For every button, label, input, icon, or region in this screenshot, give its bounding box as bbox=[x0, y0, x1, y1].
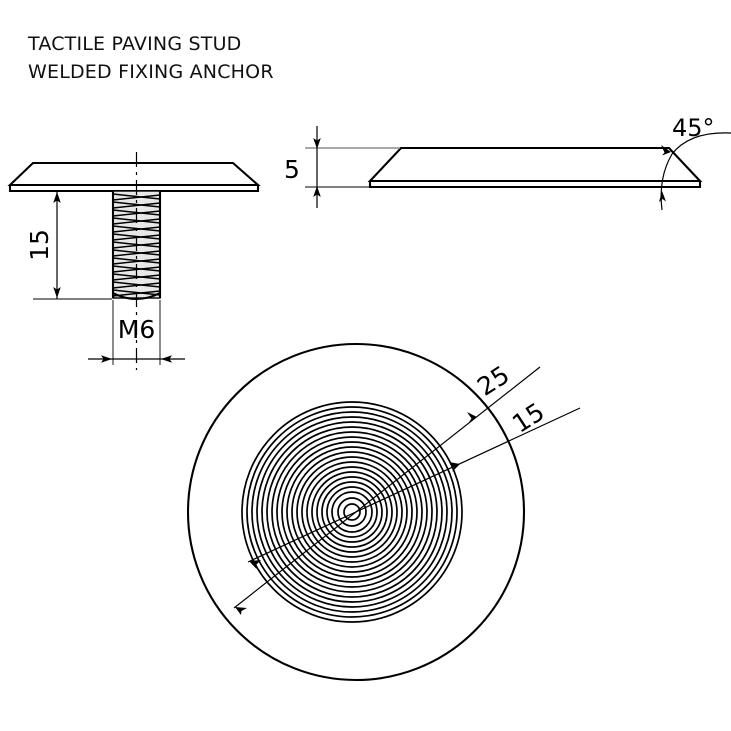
thread-size-value: M6 bbox=[118, 315, 155, 344]
thread-arrow-left bbox=[101, 355, 112, 363]
groove-dia-arrow-lower bbox=[249, 560, 261, 569]
dimension-thread-size: M6 bbox=[88, 300, 185, 365]
chamfer-angle-value: 45° bbox=[672, 114, 715, 142]
annotation-chamfer-angle: 45° bbox=[659, 114, 731, 211]
stud-length-arrow-top bbox=[53, 192, 61, 203]
stud-length-arrow-bottom bbox=[53, 287, 61, 298]
title-line-1: TACTILE PAVING STUD bbox=[27, 33, 242, 55]
dimension-stud-length: 15 bbox=[25, 190, 112, 300]
thickness-arrow-top bbox=[313, 138, 321, 149]
stud-length-value: 15 bbox=[25, 229, 54, 261]
outer-dia-arrow-upper bbox=[467, 412, 477, 422]
plan-outer-circle bbox=[186, 342, 526, 682]
chamfer-arrow-lower bbox=[659, 191, 666, 202]
outer-diameter-value: 25 bbox=[472, 360, 514, 402]
thread-arrow-right bbox=[161, 355, 172, 363]
dimension-plate-thickness: 5 bbox=[284, 126, 400, 208]
outer-dia-arrow-lower bbox=[235, 607, 247, 615]
groove-diameter-value: 15 bbox=[507, 397, 549, 439]
dimension-outer-diameter: 25 bbox=[233, 360, 541, 615]
title-line-2: WELDED FIXING ANCHOR bbox=[28, 61, 274, 83]
edge-section-view: 5 45° bbox=[284, 114, 731, 211]
thickness-arrow-bottom bbox=[313, 186, 321, 197]
groove-dia-arrow-upper bbox=[449, 462, 460, 472]
plan-view: 25 15 bbox=[186, 342, 581, 682]
chamfer-arrow-upper bbox=[661, 145, 671, 156]
outer-dia-leader-line bbox=[233, 366, 541, 609]
stud-head-profile bbox=[7, 161, 261, 187]
plan-groove-pattern bbox=[241, 401, 463, 623]
chamfer-leader-arc-upper bbox=[671, 132, 731, 155]
chamfer-leader-arc-lower bbox=[660, 153, 673, 211]
plate-thickness-value: 5 bbox=[284, 155, 300, 184]
plate-profile bbox=[367, 146, 703, 183]
front-elevation-view: 15 M6 bbox=[7, 152, 261, 370]
groove-dia-leader-line bbox=[247, 407, 581, 563]
